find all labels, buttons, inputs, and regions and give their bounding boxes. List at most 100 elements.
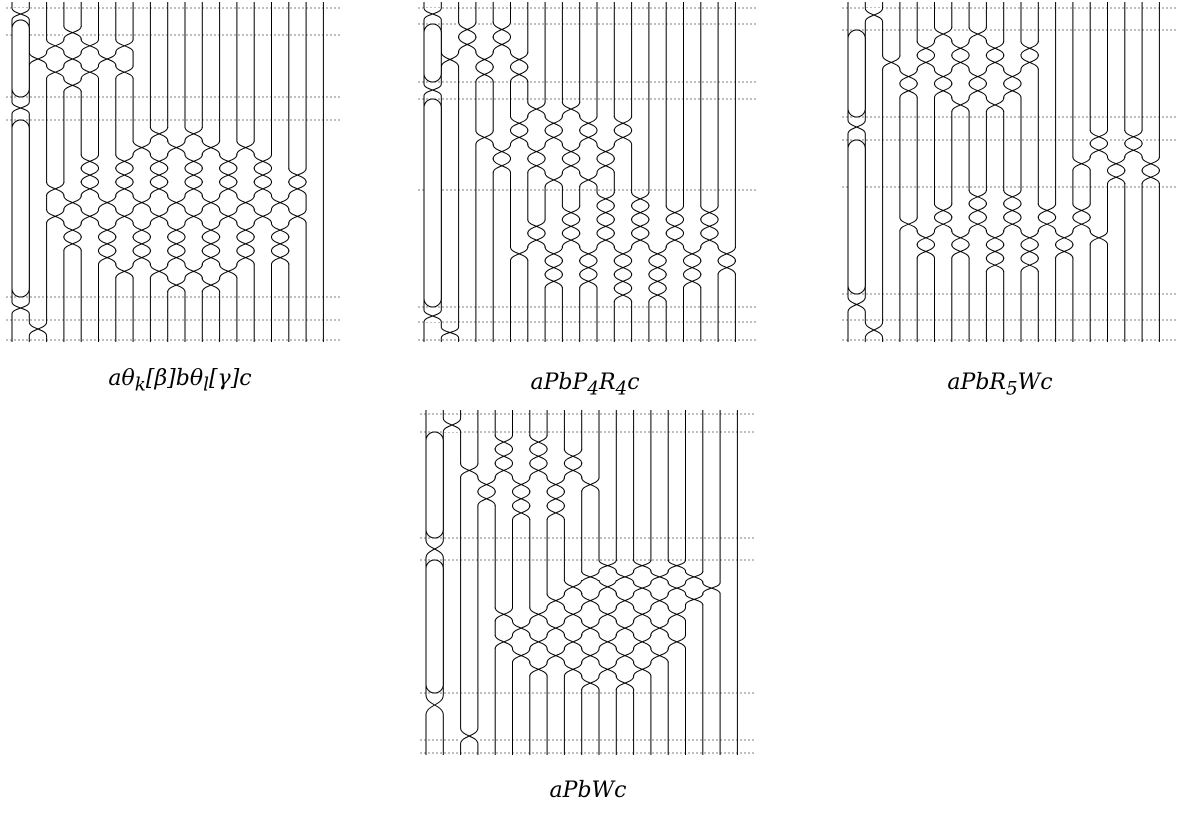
crossing — [201, 250, 221, 265]
crossing — [271, 223, 290, 238]
crossing — [288, 209, 307, 224]
crossing — [581, 648, 600, 663]
loop — [423, 23, 442, 83]
crossing — [510, 51, 529, 68]
crossing — [1072, 203, 1091, 218]
crossing — [63, 223, 82, 238]
crossing — [951, 230, 970, 245]
crossing — [1089, 129, 1108, 144]
crossing — [951, 97, 970, 113]
crossing — [1003, 189, 1022, 204]
crossing — [184, 264, 203, 279]
crossing — [581, 676, 600, 691]
crossing — [236, 250, 255, 265]
crossing — [494, 634, 513, 649]
crossing — [132, 236, 151, 251]
crossing — [184, 154, 203, 169]
crossing — [425, 539, 444, 559]
crossing — [633, 607, 652, 622]
crossing — [98, 195, 117, 210]
crossing — [167, 250, 186, 265]
crossing — [529, 463, 548, 478]
crossing — [544, 130, 563, 145]
crossing — [529, 634, 548, 649]
crossing — [512, 621, 531, 636]
crossing — [529, 607, 548, 622]
crossing — [579, 116, 598, 131]
crossing — [968, 203, 987, 218]
crossing — [219, 154, 238, 169]
crossing — [271, 195, 290, 210]
crossing — [132, 195, 151, 210]
crossing — [253, 168, 272, 183]
crossing — [934, 26, 953, 42]
caption-3: aPbR5Wc — [947, 370, 1053, 400]
crossing — [527, 233, 546, 248]
crossing — [46, 39, 65, 53]
crossing — [458, 21, 477, 38]
crossing — [1124, 143, 1143, 158]
crossing — [631, 205, 650, 220]
crossing — [615, 648, 635, 663]
crossing — [598, 662, 617, 677]
crossing — [115, 154, 134, 169]
crossing — [968, 83, 987, 98]
crossing — [512, 477, 531, 492]
wiring-diagram-4 — [420, 410, 756, 755]
crossing — [985, 97, 1005, 113]
crossing — [546, 621, 565, 636]
crossing — [63, 52, 82, 66]
crossing — [510, 130, 529, 145]
crossing — [149, 181, 169, 196]
crossing — [512, 491, 531, 506]
crossing — [1089, 230, 1108, 245]
crossing — [563, 634, 583, 649]
crossing — [579, 246, 598, 261]
crossing — [475, 130, 494, 145]
crossing — [253, 209, 272, 224]
crossing — [1037, 217, 1057, 232]
crossing — [149, 209, 169, 224]
crossing — [458, 36, 477, 53]
crossing — [460, 727, 479, 745]
crossing — [288, 168, 307, 183]
crossing — [512, 648, 531, 663]
crossing — [492, 158, 511, 173]
crossing — [648, 288, 667, 303]
crossing — [80, 168, 99, 183]
crossing — [563, 463, 583, 478]
crossing — [717, 260, 736, 275]
crossing — [236, 223, 255, 238]
crossing — [236, 140, 255, 155]
crossing — [201, 236, 221, 251]
crossing — [477, 477, 496, 492]
crossing — [1003, 217, 1022, 232]
loop — [11, 19, 30, 98]
crossing — [1107, 170, 1126, 185]
crossing — [546, 491, 565, 506]
wiring-diagram-4-svg — [420, 410, 756, 755]
crossing — [685, 571, 704, 583]
crossing — [613, 274, 633, 289]
crossing — [271, 250, 290, 265]
wiring-diagram-3-svg — [842, 2, 1177, 342]
loop — [423, 98, 442, 308]
crossing — [598, 607, 617, 622]
crossing — [951, 41, 970, 56]
crossing — [288, 181, 307, 196]
crossing — [115, 65, 134, 79]
crossing — [648, 274, 667, 289]
crossing — [667, 634, 686, 649]
crossing — [1141, 156, 1160, 171]
crossing — [253, 181, 272, 196]
wiring-diagram-2-svg — [418, 2, 756, 342]
loop — [11, 119, 30, 298]
crossing — [423, 83, 442, 97]
crossing — [546, 648, 565, 663]
crossing — [934, 69, 953, 84]
crossing — [98, 223, 117, 238]
crossing — [236, 195, 255, 210]
crossing — [631, 233, 650, 248]
wiring-diagram-3 — [842, 2, 1177, 342]
crossing — [510, 246, 529, 261]
